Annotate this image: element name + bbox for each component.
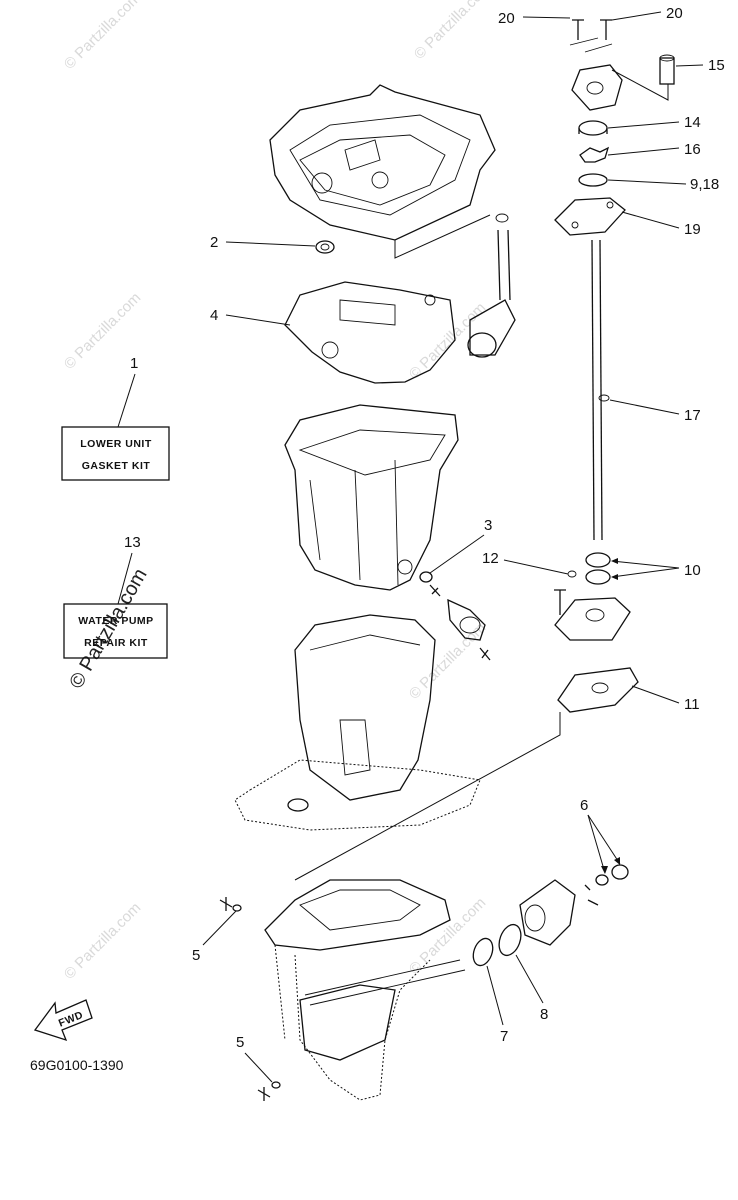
callout-16: 16 — [684, 141, 701, 158]
gasket — [284, 281, 456, 384]
callout-layer: 20 20 15 14 16 9,18 19 17 10 12 11 — [117, 5, 725, 1083]
callout-3: 3 — [484, 517, 492, 534]
callout-2: 2 — [210, 234, 218, 251]
forward-arrow-icon: FWD — [33, 999, 93, 1042]
lower-case — [264, 879, 466, 1101]
o-ring — [498, 923, 522, 957]
driveshaft-housing — [284, 404, 459, 591]
callout-4: 4 — [210, 307, 218, 324]
callout-6: 6 — [580, 797, 588, 814]
callout-8: 8 — [540, 1006, 548, 1023]
exploded-reference-line — [394, 214, 491, 259]
callout-10: 10 — [684, 562, 701, 579]
propeller-shaft-housing — [519, 864, 629, 946]
washer-bolt — [257, 1081, 281, 1101]
watermark: © Partzilla.com — [411, 0, 494, 63]
watermark-large: © Partzilla.com — [65, 565, 151, 693]
callout-12: 12 — [482, 550, 499, 567]
watermark-layer: © Partzilla.com © Partzilla.com © Partzi… — [61, 0, 494, 983]
callout-9-18: 9,18 — [690, 176, 719, 193]
callout-20: 20 — [666, 5, 683, 22]
washer-bolt — [219, 897, 242, 912]
upper-case-body — [234, 614, 481, 831]
shift-rod-assembly — [467, 213, 516, 358]
callout-5: 5 — [236, 1034, 244, 1051]
o-ring — [472, 937, 494, 967]
watermark: © Partzilla.com — [406, 619, 489, 702]
callout-19: 19 — [684, 221, 701, 238]
water-pump-stack — [294, 19, 675, 881]
callout-5: 5 — [192, 947, 200, 964]
water-tube-parts — [419, 571, 491, 661]
callout-14: 14 — [684, 114, 701, 131]
callout-13: 13 — [124, 534, 141, 551]
lower-unit-gasket-kit: LOWER UNIT GASKET KIT — [61, 426, 170, 481]
oil-seal — [315, 240, 335, 254]
callout-20: 20 — [498, 10, 515, 27]
upper-casing — [269, 84, 496, 241]
watermark: © Partzilla.com — [61, 0, 144, 73]
kit-label-line2: GASKET KIT — [82, 460, 151, 472]
kit-label-line1: WATER PUMP — [78, 615, 153, 627]
diagram-code: 69G0100-1390 — [30, 1057, 124, 1073]
callout-7: 7 — [500, 1028, 508, 1045]
water-pump-repair-kit: WATER PUMP REPAIR KIT — [63, 603, 168, 659]
kit-label-line2: REPAIR KIT — [84, 637, 148, 649]
callout-17: 17 — [684, 407, 701, 424]
watermark: © Partzilla.com — [406, 894, 489, 977]
callout-1: 1 — [130, 355, 138, 372]
callout-11: 11 — [684, 696, 700, 713]
kit-label-line1: LOWER UNIT — [80, 438, 152, 450]
callout-15: 15 — [708, 57, 725, 74]
watermark: © Partzilla.com — [406, 299, 489, 382]
watermark: © Partzilla.com — [61, 899, 144, 982]
